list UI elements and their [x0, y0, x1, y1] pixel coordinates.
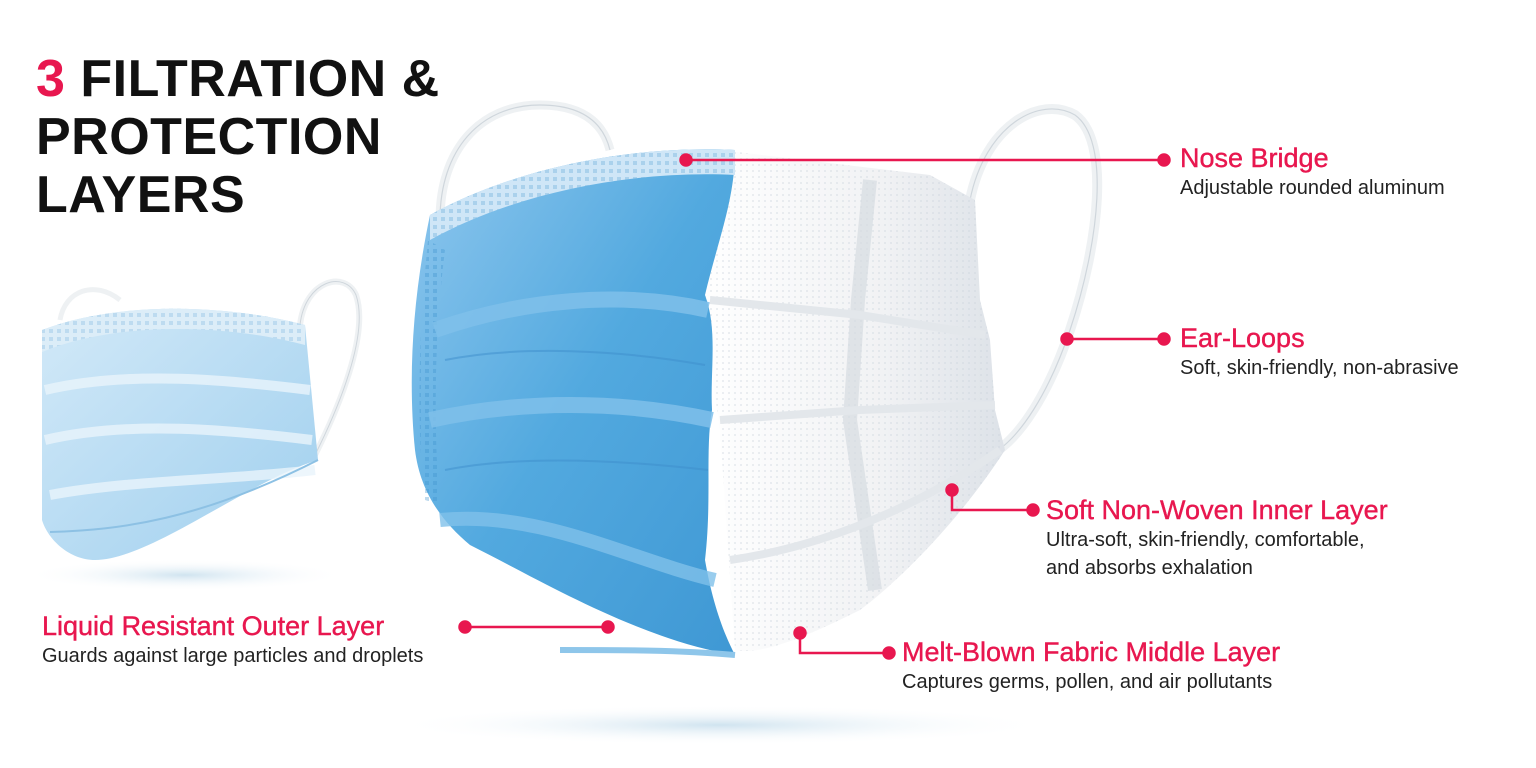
- large-mask: [411, 100, 1103, 658]
- inner-layer-callout: Soft Non-Woven Inner Layer Ultra-soft, s…: [1046, 494, 1388, 582]
- outer-layer-heading: Liquid Resistant Outer Layer: [42, 611, 385, 641]
- inner-layer-marker: [945, 483, 959, 497]
- large-mask-shadow: [390, 705, 1050, 745]
- ear-loops-marker: [1060, 332, 1074, 346]
- outer-layer-marker: [601, 620, 615, 634]
- middle-layer-heading: Melt-Blown Fabric Middle Layer: [902, 637, 1281, 667]
- nose-bridge-callout: Nose Bridge Adjustable rounded aluminum: [1180, 142, 1445, 202]
- title-number: 3: [36, 50, 66, 108]
- ear-loops-description: Soft, skin-friendly, non-abrasive: [1180, 357, 1459, 379]
- page-title: 3 FILTRATION & PROTECTION LAYERS: [36, 50, 440, 224]
- inner-layer-description-line-2: and absorbs exhalation: [1046, 557, 1253, 579]
- title-line-3: LAYERS: [36, 166, 246, 224]
- small-mask: [42, 278, 363, 560]
- nose-bridge-description: Adjustable rounded aluminum: [1180, 177, 1445, 199]
- inner-layer-description-line-1: Ultra-soft, skin-friendly, comfortable,: [1046, 529, 1365, 551]
- outer-layer-description: Guards against large particles and dropl…: [42, 645, 424, 667]
- middle-layer-callout: Melt-Blown Fabric Middle Layer Captures …: [902, 636, 1281, 696]
- small-mask-shadow: [25, 559, 345, 591]
- callout-leaders: [458, 153, 1171, 660]
- title-line-1: FILTRATION &: [65, 50, 440, 108]
- nose-bridge-heading: Nose Bridge: [1180, 143, 1329, 173]
- nose-bridge-marker: [679, 153, 693, 167]
- ear-loops-heading: Ear-Loops: [1180, 323, 1305, 353]
- middle-layer-description: Captures germs, pollen, and air pollutan…: [902, 671, 1273, 693]
- title-line-2: PROTECTION: [36, 108, 382, 166]
- inner-layer-heading: Soft Non-Woven Inner Layer: [1046, 495, 1388, 525]
- middle-layer-leader: [798, 633, 889, 655]
- small-ear-loop-back-icon: [57, 287, 122, 321]
- ear-loops-callout: Ear-Loops Soft, skin-friendly, non-abras…: [1180, 322, 1459, 382]
- outer-layer-callout: Liquid Resistant Outer Layer Guards agai…: [42, 610, 424, 670]
- middle-layer-marker: [793, 626, 807, 640]
